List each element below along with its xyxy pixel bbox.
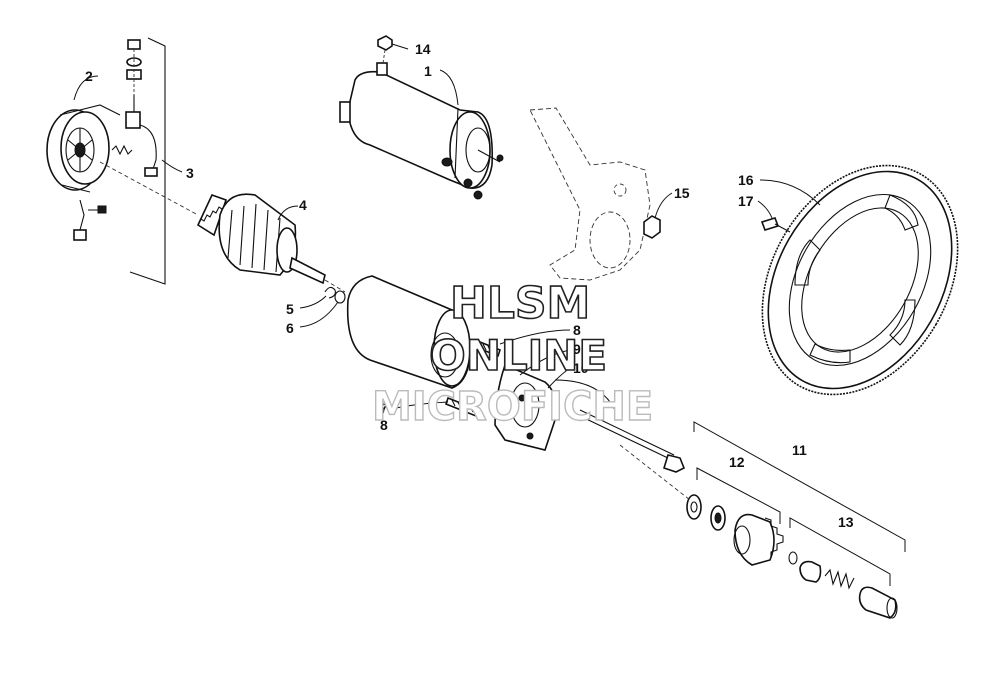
terminal-nut — [377, 35, 393, 64]
callout-14: 14 — [415, 41, 431, 57]
callout-4: 4 — [299, 197, 307, 213]
ring-gear — [761, 164, 959, 396]
callout-16: 16 — [738, 172, 754, 188]
callout-10: 10 — [573, 360, 589, 376]
armature — [196, 193, 326, 285]
yoke-housing — [346, 275, 471, 389]
ring-gear-screw — [760, 217, 791, 233]
watermark: HLSM ONLINE MICROFICHE — [371, 277, 654, 431]
callout-2: 2 — [85, 68, 93, 84]
through-bolt — [577, 409, 686, 473]
pinion-clip — [788, 551, 798, 565]
callout-9: 9 — [573, 341, 581, 357]
pinion-collar — [799, 560, 822, 583]
pinion-spring — [824, 568, 855, 590]
callout-3: 3 — [186, 165, 194, 181]
callout-13: 13 — [838, 514, 854, 530]
end-frame — [494, 363, 616, 451]
callout-11: 11 — [792, 442, 807, 458]
brush-small — [73, 199, 107, 241]
callout-6: 6 — [286, 320, 294, 336]
watermark-line-3: MICROFICHE — [372, 384, 653, 430]
bracket-nut — [643, 215, 661, 239]
callouts: 2 3 4 5 6 1 14 15 16 17 8 9 10 7 8 11 12… — [85, 41, 854, 530]
callout-1: 1 — [424, 63, 432, 79]
watermark-line-2: ONLINE — [430, 331, 607, 380]
callout-17: 17 — [738, 193, 754, 209]
brush-end-cap — [46, 104, 121, 193]
pinion-gear — [733, 513, 784, 566]
retaining-clips — [324, 286, 346, 304]
drive-washers — [686, 494, 726, 531]
leader-lines — [73, 43, 821, 411]
brush-lead — [125, 95, 158, 177]
callout-8-lower: 8 — [380, 417, 388, 433]
brush-spring — [111, 144, 133, 156]
nut-stack — [126, 39, 142, 120]
callout-8-upper: 8 — [573, 322, 581, 338]
pinion-cap — [858, 586, 898, 619]
callout-5: 5 — [286, 301, 294, 317]
starter-motor — [339, 62, 504, 200]
callout-15: 15 — [674, 185, 690, 201]
watermark-line-1: HLSM — [450, 278, 590, 329]
mounting-bracket — [529, 107, 651, 281]
drive-group-brackets — [693, 421, 906, 586]
callout-7: 7 — [380, 400, 388, 416]
end-cap-group-bracket — [129, 37, 166, 285]
callout-12: 12 — [729, 454, 745, 470]
